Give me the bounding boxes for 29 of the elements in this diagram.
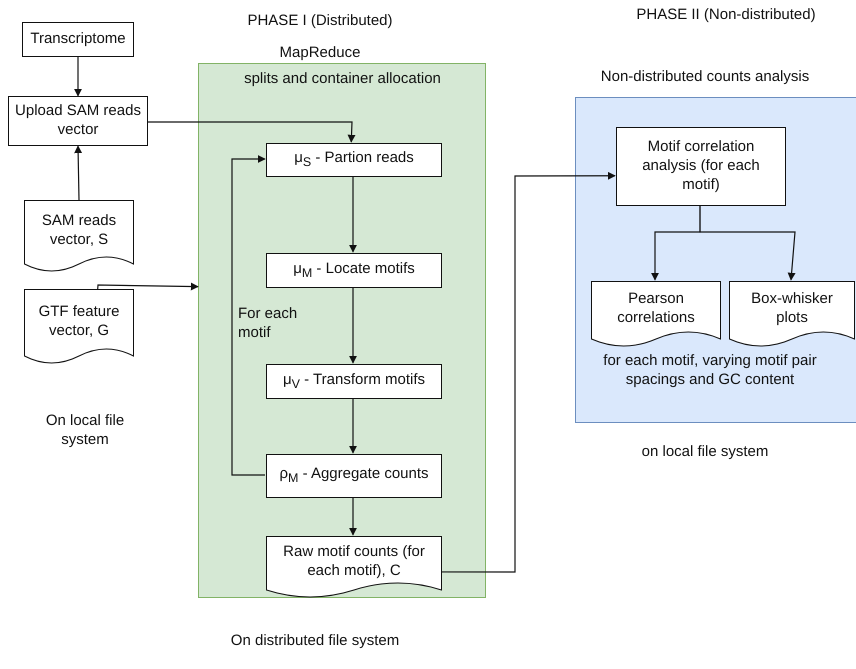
process-box: μ$_{M}$ - Locate motifs: [266, 253, 442, 288]
band-heading: Non-distributed counts analysis: [600, 68, 810, 87]
arrow: [349, 497, 357, 536]
arrow: [349, 398, 357, 454]
process-box: μ$_{S}$ - Partion reads: [266, 143, 442, 177]
phase-band: [575, 97, 856, 423]
arrow: [699, 205, 796, 281]
storage-caption: On distributed file system: [230, 632, 400, 651]
arrow: [74, 145, 82, 200]
band-heading: splits and container allocation: [243, 70, 442, 89]
process-box: Transcriptome: [22, 22, 134, 57]
process-box: Upload SAM reads vector: [8, 96, 148, 146]
process-box: Motif correlation analysis (for each motif): [616, 127, 786, 206]
storage-caption: on local file system: [640, 443, 770, 462]
band-heading: MapReduce: [278, 44, 362, 63]
arrow: [349, 176, 357, 253]
arrow: [74, 57, 82, 97]
arrow: [148, 121, 356, 143]
phase-heading: PHASE II (Non-distributed): [635, 6, 817, 25]
phase-band: [198, 63, 486, 598]
arrow: [441, 172, 616, 573]
process-box: ρ$_{M}$ - Aggregate counts: [266, 454, 442, 498]
arrow: [231, 155, 266, 476]
arrow: [349, 287, 357, 364]
process-box: μ$_{V}$ - Transform motifs: [266, 364, 442, 399]
note-text: for each motif, varying motif pair spacings and GC content: [602, 352, 818, 390]
arrow: [97, 282, 199, 290]
storage-caption: On local file system: [44, 412, 126, 450]
phase-heading: PHASE I (Distributed): [246, 12, 394, 31]
